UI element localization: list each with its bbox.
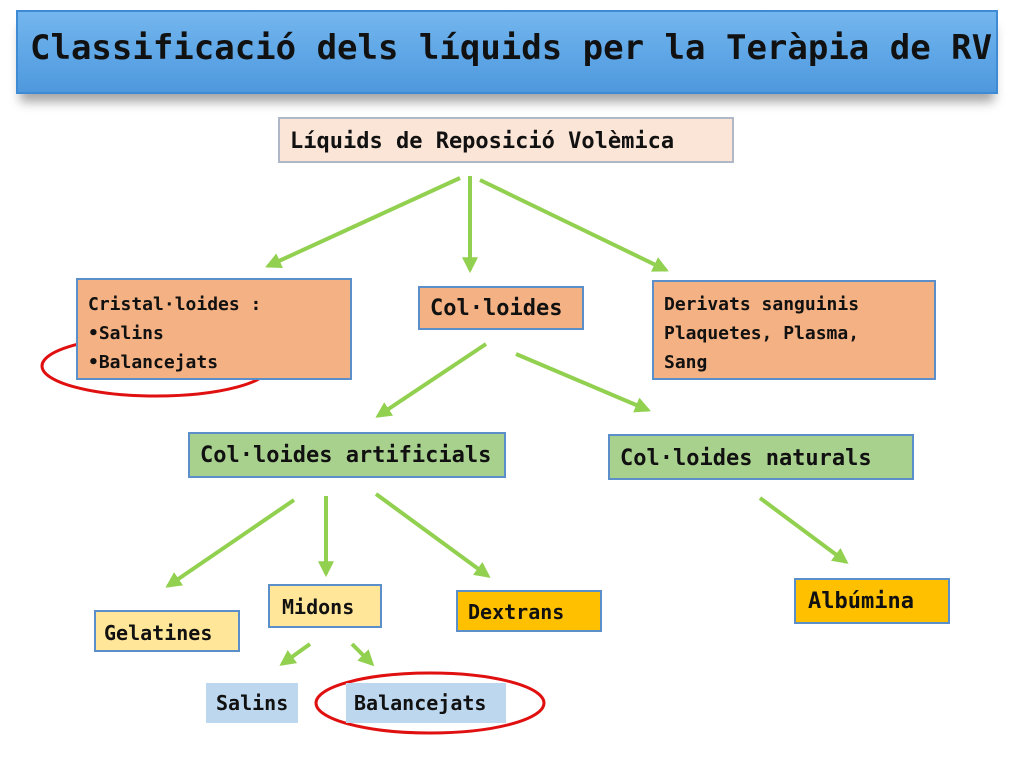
colloides-naturals-label: Col·loides naturals xyxy=(620,446,872,471)
balancejats-node: Balancejats xyxy=(346,683,506,723)
balancejats-label: Balancejats xyxy=(354,691,487,715)
colloides-artificials-node: Col·loides artificials xyxy=(188,432,506,478)
derivats-line-3: Sang xyxy=(664,352,708,373)
derivats-line-2: Plaquetes, Plasma, xyxy=(664,323,860,344)
albumina-node: Albúmina xyxy=(794,578,950,624)
arrow-artificials-to-dextrans xyxy=(374,492,491,578)
midons-node: Midons xyxy=(268,584,382,628)
gelatines-label: Gelatines xyxy=(104,621,213,645)
highlight-circle-balancejats-bottom xyxy=(314,671,546,735)
arrow-colloides-to-artificials xyxy=(375,342,488,418)
albumina-label: Albúmina xyxy=(808,589,914,614)
root-node: Líquids de Reposició Volèmica xyxy=(278,117,734,163)
cristalloides-item-balancejats: •Balancejats xyxy=(88,352,219,373)
cristalloides-item-salins: •Salins xyxy=(88,323,164,344)
arrow-midons-to-salins xyxy=(279,642,312,666)
dextrans-node: Dextrans xyxy=(456,590,602,632)
cristalloides-heading: Cristal·loides : xyxy=(88,294,262,315)
title-banner: Classificació dels líquids per la Teràpi… xyxy=(16,10,998,94)
colloides-node: Col·loides xyxy=(418,286,584,330)
arrow-naturals-to-albumina xyxy=(758,496,849,564)
arrow-colloides-to-naturals xyxy=(515,352,651,413)
arrow-root-to-cristalloides xyxy=(265,176,461,268)
root-label: Líquids de Reposició Volèmica xyxy=(290,129,675,154)
arrow-artificials-to-gelatines xyxy=(165,498,296,588)
salins-node: Salins xyxy=(206,683,298,723)
gelatines-node: Gelatines xyxy=(94,610,240,652)
colloides-naturals-node: Col·loides naturals xyxy=(608,434,914,480)
arrow-root-to-derivats xyxy=(479,178,669,272)
slide-title: Classificació dels líquids per la Teràpi… xyxy=(30,28,993,68)
derivats-node: Derivats sanguinis Plaquetes, Plasma, Sa… xyxy=(652,280,936,380)
salins-label: Salins xyxy=(216,691,289,715)
colloides-label: Col·loides xyxy=(430,296,563,321)
cristalloides-node: Cristal·loides : •Salins •Balancejats xyxy=(76,278,352,380)
dextrans-label: Dextrans xyxy=(468,600,565,624)
midons-label: Midons xyxy=(282,595,355,619)
colloides-artificials-label: Col·loides artificials xyxy=(200,443,492,468)
derivats-line-1: Derivats sanguinis xyxy=(664,294,860,315)
arrow-midons-to-balancejats xyxy=(350,642,375,667)
